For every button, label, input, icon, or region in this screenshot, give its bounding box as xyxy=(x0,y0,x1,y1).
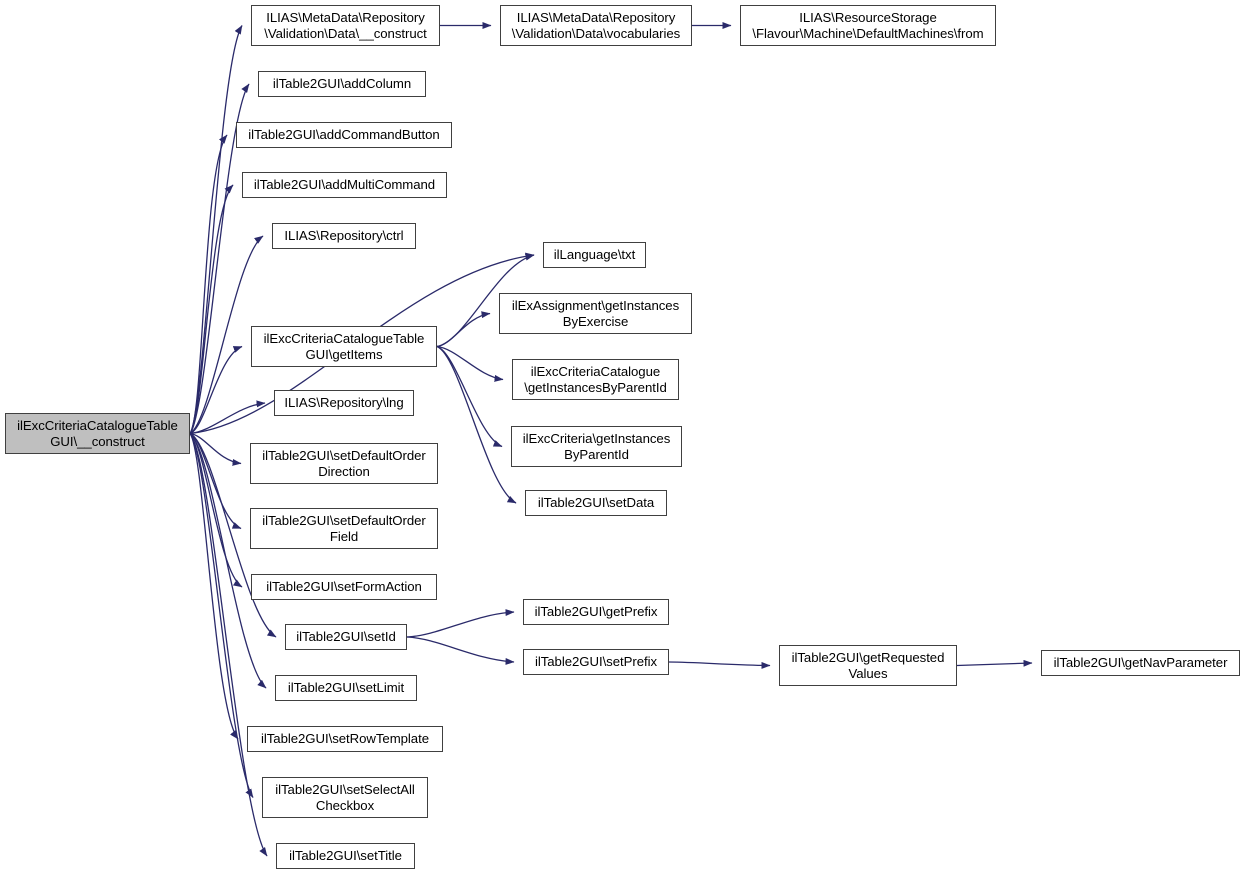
graph-edge xyxy=(189,134,228,434)
graph-node-mdconstruct[interactable]: ILIAS\MetaData\Repository \Validation\Da… xyxy=(251,5,440,46)
graph-node-setdefaultorderdirection[interactable]: ilTable2GUI\setDefaultOrder Direction xyxy=(250,443,438,484)
graph-node-label: ilTable2GUI\setRowTemplate xyxy=(260,731,429,747)
graph-edge xyxy=(436,345,517,504)
graph-node-label: ilTable2GUI\setData xyxy=(537,495,655,511)
graph-edge xyxy=(189,432,242,466)
graph-node-getprefix[interactable]: ilTable2GUI\getPrefix xyxy=(523,599,669,625)
graph-node-label: ilExcCriteriaCatalogue \getInstancesByPa… xyxy=(524,364,667,395)
graph-edge xyxy=(189,433,268,857)
graph-node-getnavparameter[interactable]: ilTable2GUI\getNavParameter xyxy=(1041,650,1240,676)
graph-node-addcolumn[interactable]: ilTable2GUI\addColumn xyxy=(258,71,426,97)
graph-node-vocab[interactable]: ILIAS\MetaData\Repository \Validation\Da… xyxy=(500,5,692,46)
graph-node-getitems[interactable]: ilExcCriteriaCatalogueTable GUI\getItems xyxy=(251,326,437,367)
graph-node-defmachines[interactable]: ILIAS\ResourceStorage \Flavour\Machine\D… xyxy=(740,5,996,46)
graph-node-label: ilTable2GUI\setDefaultOrder Field xyxy=(262,513,426,544)
graph-node-label: ilTable2GUI\getNavParameter xyxy=(1053,655,1228,671)
graph-edge xyxy=(436,345,503,448)
graph-edge xyxy=(189,432,242,530)
graph-node-label: ILIAS\ResourceStorage \Flavour\Machine\D… xyxy=(752,10,984,41)
graph-edge xyxy=(436,345,504,382)
graph-node-label: ilTable2GUI\getRequested Values xyxy=(791,650,945,681)
graph-node-label: ilTable2GUI\addCommandButton xyxy=(248,127,440,143)
graph-node-label: ILIAS\Repository\ctrl xyxy=(284,228,404,244)
graph-node-setformaction[interactable]: ilTable2GUI\setFormAction xyxy=(251,574,437,600)
graph-node-setdefaultorderfield[interactable]: ilTable2GUI\setDefaultOrder Field xyxy=(250,508,438,549)
graph-node-label: ilTable2GUI\addColumn xyxy=(272,76,412,92)
graph-node-setid[interactable]: ilTable2GUI\setId xyxy=(285,624,407,650)
graph-node-setdata[interactable]: ilTable2GUI\setData xyxy=(525,490,667,516)
graph-node-label: ilTable2GUI\setFormAction xyxy=(266,579,422,595)
graph-node-label: ILIAS\MetaData\Repository \Validation\Da… xyxy=(511,10,681,41)
graph-edge xyxy=(956,659,1033,667)
graph-node-addmulticommand[interactable]: ilTable2GUI\addMultiCommand xyxy=(242,172,447,198)
graph-edge xyxy=(436,311,491,348)
graph-edge xyxy=(189,25,243,434)
graph-node-label: ilTable2GUI\setId xyxy=(296,629,396,645)
graph-edge xyxy=(406,609,515,638)
graph-node-criteria[interactable]: ilExcCriteria\getInstances ByParentId xyxy=(511,426,682,467)
graph-edge xyxy=(189,432,243,588)
graph-node-setprefix[interactable]: ilTable2GUI\setPrefix xyxy=(523,649,669,675)
graph-node-txt[interactable]: ilLanguage\txt xyxy=(543,242,646,268)
graph-node-label: ilExcCriteria\getInstances ByParentId xyxy=(522,431,671,462)
graph-node-exassignment[interactable]: ilExAssignment\getInstances ByExercise xyxy=(499,293,692,334)
graph-node-label: ilExcCriteriaCatalogueTable GUI\__constr… xyxy=(17,418,178,449)
graph-node-label: ILIAS\MetaData\Repository \Validation\Da… xyxy=(264,10,427,41)
graph-node-label: ilLanguage\txt xyxy=(553,247,636,263)
graph-node-label: ilTable2GUI\setDefaultOrder Direction xyxy=(262,448,426,479)
graph-node-addcommandbutton[interactable]: ilTable2GUI\addCommandButton xyxy=(236,122,452,148)
graph-node-label: ilTable2GUI\addMultiCommand xyxy=(253,177,436,193)
graph-node-label: ilTable2GUI\setPrefix xyxy=(534,654,658,670)
graph-node-label: ILIAS\Repository\lng xyxy=(284,395,404,411)
graph-edge xyxy=(189,184,234,434)
graph-node-label: ilTable2GUI\setSelectAll Checkbox xyxy=(275,782,415,813)
graph-node-setrowtemplate[interactable]: ilTable2GUI\setRowTemplate xyxy=(247,726,443,752)
graph-edge xyxy=(189,345,243,435)
graph-node-setlimit[interactable]: ilTable2GUI\setLimit xyxy=(275,675,417,701)
graph-node-label: ilTable2GUI\setLimit xyxy=(287,680,405,696)
graph-edge xyxy=(406,636,515,665)
graph-node-label: ilTable2GUI\setTitle xyxy=(289,848,402,864)
graph-node-label: ilTable2GUI\getPrefix xyxy=(534,604,658,620)
graph-node-catalogue[interactable]: ilExcCriteriaCatalogue \getInstancesByPa… xyxy=(512,359,679,400)
graph-node-label: ilExAssignment\getInstances ByExercise xyxy=(511,298,680,329)
graph-edge xyxy=(189,433,239,740)
graph-node-root[interactable]: ilExcCriteriaCatalogueTable GUI\__constr… xyxy=(5,413,190,454)
graph-node-settitle[interactable]: ilTable2GUI\setTitle xyxy=(276,843,415,869)
graph-edge xyxy=(189,433,254,798)
graph-node-getrequestedvalues[interactable]: ilTable2GUI\getRequested Values xyxy=(779,645,957,686)
graph-node-ctrl[interactable]: ILIAS\Repository\ctrl xyxy=(272,223,416,249)
graph-node-lng[interactable]: ILIAS\Repository\lng xyxy=(274,390,414,416)
graph-edge xyxy=(668,661,771,669)
graph-edge xyxy=(189,400,266,435)
graph-node-label: ilExcCriteriaCatalogueTable GUI\getItems xyxy=(263,331,425,362)
graph-node-setselectallcheckbox[interactable]: ilTable2GUI\setSelectAll Checkbox xyxy=(262,777,428,818)
